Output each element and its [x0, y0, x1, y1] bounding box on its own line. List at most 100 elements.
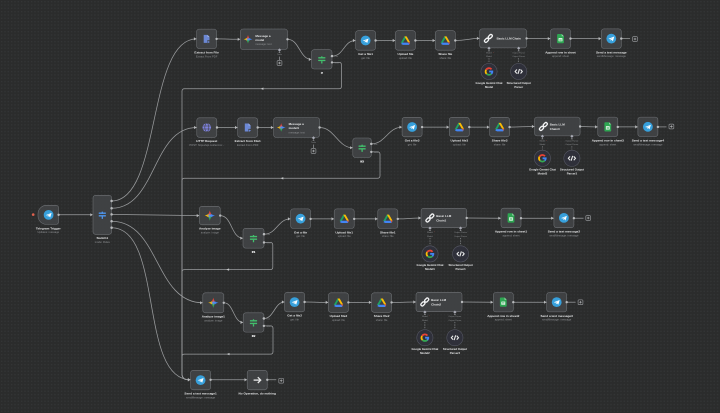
- svg-text:No Operation, do nothing: No Operation, do nothing: [239, 392, 276, 396]
- svg-text:Chain3: Chain3: [550, 127, 560, 131]
- svg-text:Model3: Model3: [538, 172, 548, 176]
- svg-text:If: If: [321, 71, 324, 75]
- svg-text:Get a file3: Get a file3: [405, 139, 420, 143]
- svg-text:upload: file: upload: file: [332, 318, 346, 322]
- svg-text:Append row in sheet2: Append row in sheet2: [487, 314, 519, 318]
- svg-text:Output Parser: Output Parser: [448, 319, 461, 322]
- svg-text:false: false: [267, 242, 272, 244]
- svg-text:If1: If1: [252, 250, 256, 254]
- svg-text:Model: Model: [427, 232, 433, 234]
- svg-text:false: false: [335, 62, 340, 64]
- svg-text:Model: Model: [485, 85, 493, 89]
- svg-text:Tools: Tools: [277, 54, 282, 56]
- svg-text:Parser3: Parser3: [567, 172, 578, 176]
- svg-text:Tools: Tools: [311, 142, 316, 144]
- svg-text:Send a text message2: Send a text message2: [548, 230, 581, 234]
- svg-text:Send a text message4: Send a text message4: [632, 139, 665, 143]
- svg-text:Message a: Message a: [289, 122, 305, 126]
- svg-text:If: If: [321, 71, 324, 75]
- svg-text:upload: file: upload: file: [338, 234, 352, 238]
- svg-text:Google Gemini Chat: Google Gemini Chat: [417, 263, 444, 267]
- svg-text:Upload file1: Upload file1: [335, 230, 353, 234]
- svg-text:model: model: [255, 38, 264, 42]
- svg-text:share: file: share: file: [382, 234, 394, 238]
- svg-text:If2: If2: [252, 334, 256, 338]
- svg-text:*: *: [434, 232, 435, 234]
- svg-text:Basic LLM: Basic LLM: [550, 123, 566, 127]
- svg-text:Extract From PDF: Extract From PDF: [196, 54, 218, 58]
- svg-text:Extract from File1: Extract from File1: [235, 139, 261, 143]
- svg-text:true: true: [335, 55, 339, 58]
- svg-text:Model: Model: [486, 56, 492, 58]
- svg-text:Message a: Message a: [255, 34, 271, 38]
- svg-text:Parser1: Parser1: [455, 267, 466, 271]
- svg-text:get: file: get: file: [296, 234, 305, 238]
- svg-text:Share file: Share file: [438, 52, 452, 56]
- svg-text:Basic LLM: Basic LLM: [431, 298, 447, 302]
- svg-text:Output Parser: Output Parser: [565, 139, 578, 142]
- svg-text:Telegram Trigger: Telegram Trigger: [36, 226, 62, 230]
- svg-text:*: *: [546, 140, 547, 142]
- svg-text:sendMessage: message: sendMessage: message: [542, 318, 572, 322]
- svg-text:Updates: message: Updates: message: [37, 230, 59, 234]
- svg-text:analyze: image: analyze: image: [201, 231, 220, 235]
- svg-text:model1: model1: [289, 126, 300, 130]
- svg-text:Upload file3: Upload file3: [451, 139, 469, 143]
- svg-text:Model: Model: [540, 140, 546, 142]
- svg-text:Model1: Model1: [425, 267, 435, 271]
- svg-text:Google Gemini Chat: Google Gemini Chat: [411, 347, 438, 351]
- svg-text:append: sheet: append: sheet: [495, 318, 512, 322]
- svg-text:upload: file: upload: file: [453, 143, 467, 147]
- svg-text:append: sheet: append: sheet: [552, 54, 569, 58]
- svg-text:Append row in sheet3: Append row in sheet3: [592, 139, 624, 143]
- svg-text:Chain1: Chain1: [436, 218, 446, 222]
- svg-text:Model: Model: [422, 320, 428, 322]
- svg-text:Basic LLM Chain: Basic LLM Chain: [497, 37, 521, 41]
- svg-text:message: text: message: text: [255, 42, 271, 46]
- svg-text:Get a file2: Get a file2: [287, 314, 302, 318]
- svg-text:Output Parser: Output Parser: [512, 55, 525, 58]
- svg-text:POST: https:∕∕api.nutrient.io∕: POST: https:∕∕api.nutrient.io∕...: [189, 143, 224, 147]
- svg-text:Extract From PDF: Extract From PDF: [237, 143, 259, 147]
- svg-text:share: file: share: file: [376, 318, 388, 322]
- svg-text:If2: If2: [252, 334, 256, 338]
- svg-text:Parser2: Parser2: [450, 351, 461, 355]
- svg-text:analyze: image: analyze: image: [204, 319, 223, 323]
- svg-text:Get a file1: Get a file1: [358, 52, 373, 56]
- svg-text:Append row in sheet: Append row in sheet: [545, 50, 575, 54]
- svg-text:true: true: [267, 233, 271, 236]
- svg-text:Google Gemini Chat: Google Gemini Chat: [529, 168, 556, 172]
- svg-text:Share file2: Share file2: [374, 314, 390, 318]
- svg-text:Structured Output: Structured Output: [443, 347, 467, 351]
- svg-text:Model2: Model2: [420, 351, 430, 355]
- svg-text:true: true: [374, 143, 378, 146]
- svg-text:Send a text message3: Send a text message3: [541, 314, 574, 318]
- svg-text:Analyze image: Analyze image: [199, 227, 221, 231]
- svg-text:Structured Output: Structured Output: [560, 168, 584, 172]
- svg-text:Share file1: Share file1: [380, 230, 396, 234]
- svg-text:false: false: [267, 326, 272, 328]
- svg-text:Analyze image1: Analyze image1: [202, 315, 225, 319]
- svg-text:If3: If3: [360, 159, 364, 163]
- svg-text:message: text: message: text: [289, 130, 305, 134]
- svg-text:Structured Output: Structured Output: [507, 81, 531, 85]
- svg-text:Send a text message1: Send a text message1: [184, 392, 217, 396]
- svg-text:Model: Model: [486, 52, 492, 54]
- svg-text:Output Parser: Output Parser: [454, 231, 467, 234]
- svg-text:Chain2: Chain2: [431, 302, 441, 306]
- svg-text:get: file: get: file: [408, 143, 417, 147]
- svg-text:mode: Rules: mode: Rules: [95, 240, 111, 244]
- svg-text:false: false: [374, 152, 379, 154]
- svg-text:Google Gemini Chat: Google Gemini Chat: [476, 81, 503, 85]
- svg-text:share: file: share: file: [494, 143, 506, 147]
- svg-text:Upload file: Upload file: [397, 52, 413, 56]
- svg-text:upload: file: upload: file: [399, 56, 413, 60]
- svg-text:HTTP Request: HTTP Request: [196, 139, 217, 143]
- svg-text:Parser: Parser: [514, 85, 524, 89]
- svg-text:Basic LLM: Basic LLM: [436, 214, 452, 218]
- svg-text:Extract from File: Extract from File: [194, 51, 219, 55]
- svg-text:Send a text message: Send a text message: [596, 50, 627, 54]
- svg-text:Output Parser: Output Parser: [454, 235, 467, 238]
- svg-text:Model: Model: [427, 236, 433, 238]
- svg-text:Model: Model: [540, 144, 546, 146]
